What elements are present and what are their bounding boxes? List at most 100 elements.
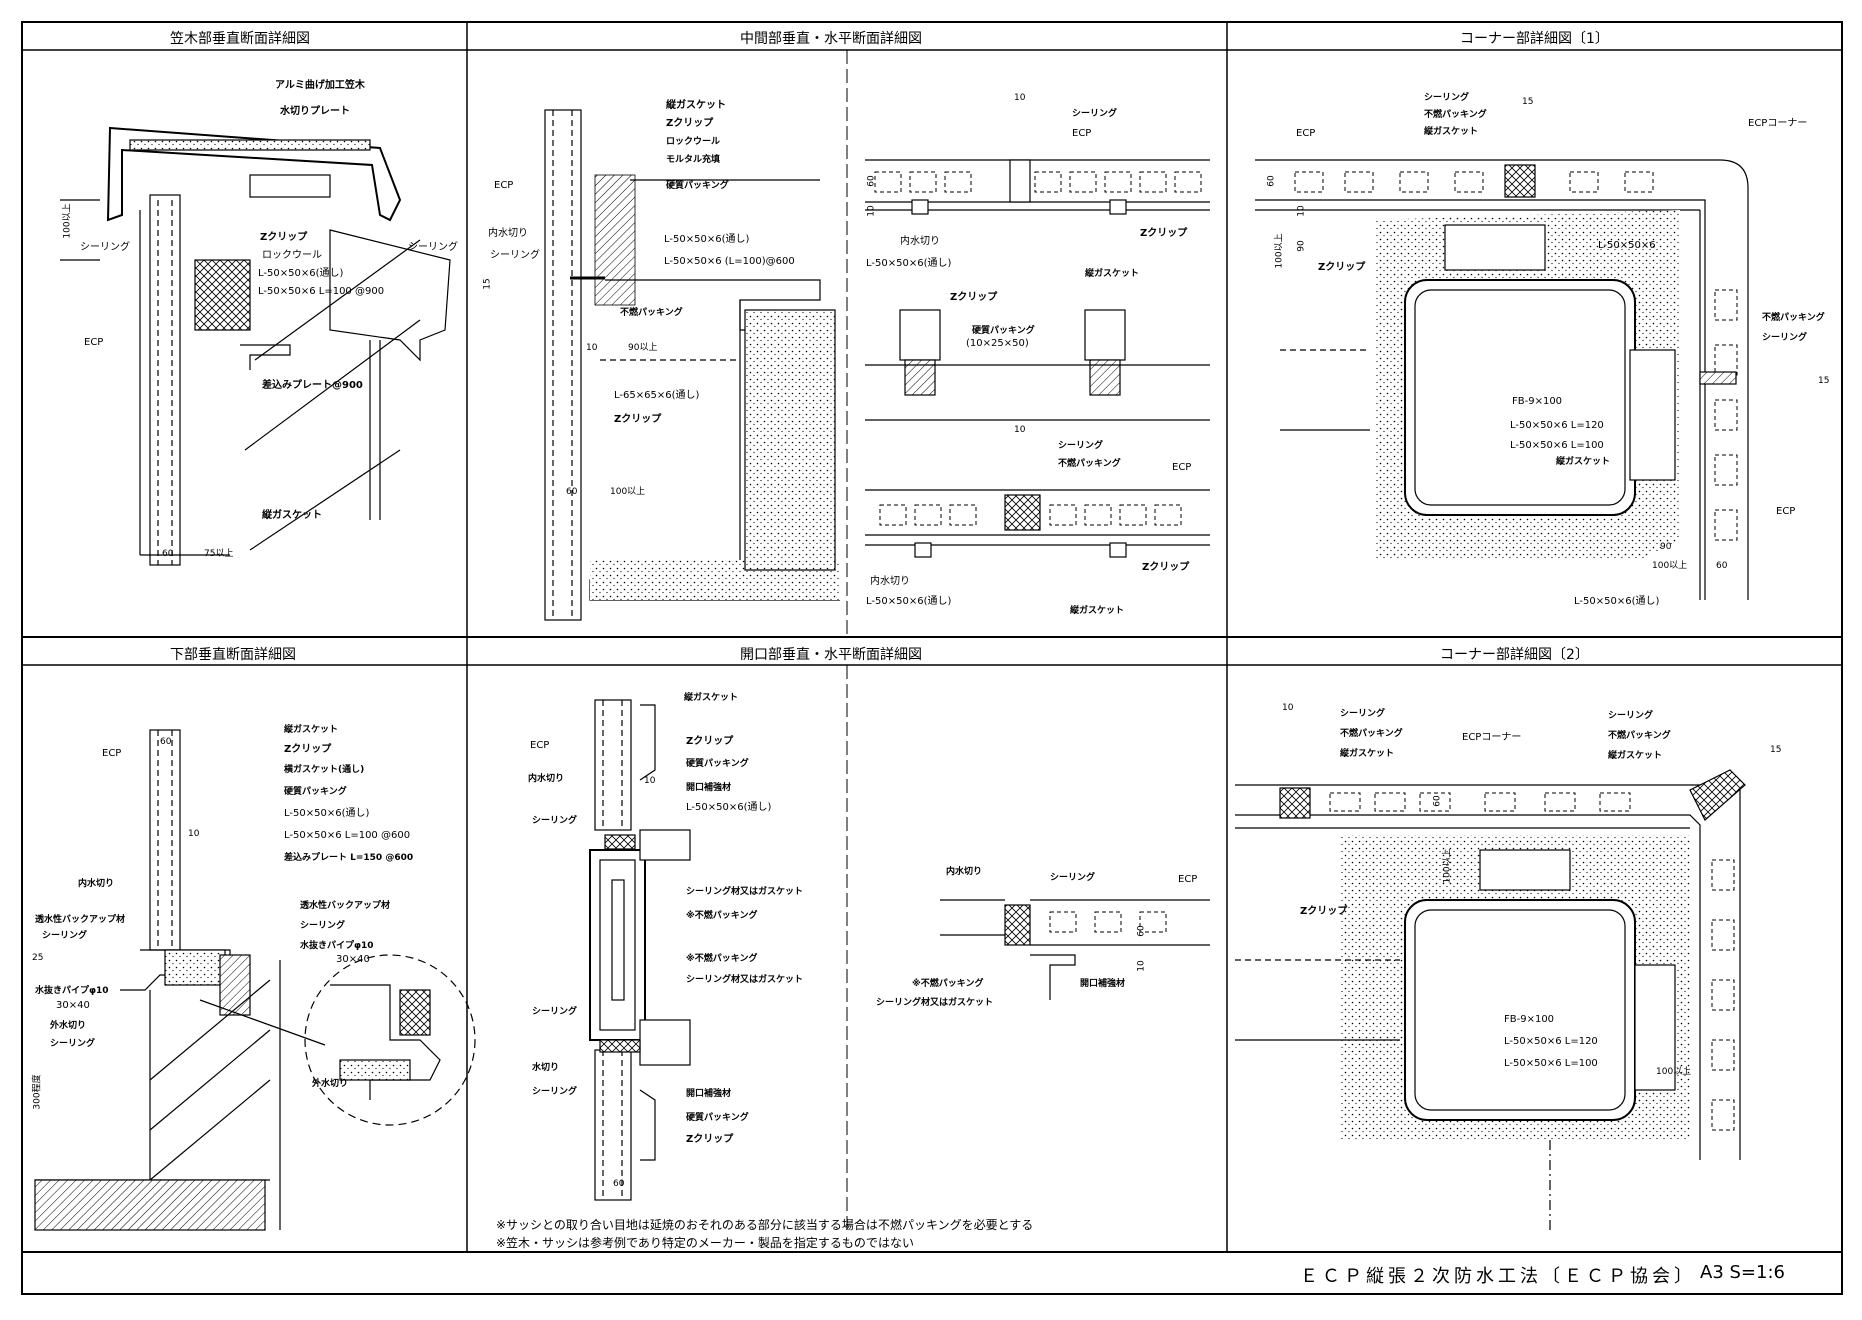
label-dim-100: 100以上 [62,203,73,239]
label-h-gasket: 横ガスケット(通し) [284,765,365,775]
label-zclip: Zクリップ [686,736,734,747]
label-zoom-size: 30×40 [336,954,370,965]
label-h-fire-packing: ※不燃パッキング [912,979,984,989]
panel-title-corner-2: コーナー部詳細図〔2〕 [1440,647,1589,663]
label-angle-short: L-50×50×6 (L=100)@600 [664,256,795,267]
label-b-ecp: ECP [1172,462,1192,473]
label-dim-100b: 100以上 [1652,561,1688,571]
label-drain: 水切り [532,1063,560,1073]
label-gasket: 縦ガスケット [262,510,322,521]
label-zclip-2: Zクリップ [614,414,662,425]
label-gasket: 縦ガスケット [1424,127,1479,137]
panel-title-coping: 笠木部垂直断面詳細図 [170,31,310,47]
label-fb: FB-9×100 [1512,396,1563,407]
label-dim-100: 100以上 [1442,848,1453,884]
label-h-gasket: 縦ガスケット [1085,269,1140,279]
label-b-dim-10: 10 [1014,425,1026,435]
label-angle-through: L-50×50×6(通し) [1574,596,1660,607]
label-h-zclip: Zクリップ [1140,228,1188,239]
label-b-fire-packing: 不燃パッキング [1058,459,1121,469]
label-dim-90: 90以上 [628,343,658,353]
label-dim-100: 100以上 [610,487,646,497]
label-dim-300: 300程度 [32,1074,43,1110]
label-insert-plate: 差込みプレート@900 [262,380,363,391]
label-fire-packing-2: 不燃パッキング [1762,313,1825,323]
label-sealing-right: シーリング [1608,711,1654,721]
label-ecp: ECP [530,740,550,751]
label-zoom-outer: 外水切り [312,1079,349,1089]
panel-opening-section [589,699,1210,1201]
label-sealing-2: シーリング [532,1007,578,1017]
label-gasket-2: 縦ガスケット [1556,457,1611,467]
panel-title-mid: 中間部垂直・水平断面詳細図 [740,31,922,47]
label-fire-packing: 不燃パッキング [1424,110,1487,120]
label-dim-100b: 100以上 [1656,1067,1692,1077]
label-zoom-sealing: シーリング [300,921,346,931]
label-gasket-right: 縦ガスケット [1608,751,1663,761]
label-h-ecp: ECP [1072,128,1092,139]
label-dim-90b: 90 [1660,542,1672,552]
label-dim-10: 10 [1282,703,1294,713]
label-ecp-2: ECP [1776,506,1796,517]
label-b-gasket: 縦ガスケット [1070,606,1125,616]
label-dim-60: 60 [613,1179,625,1189]
label-dim-60: 60 [1432,795,1443,807]
label-dim-75: 75以上 [204,549,234,559]
label-dim-15: 15 [1770,745,1782,755]
label-sealing: シーリング [1424,93,1470,103]
label-h-inner-drain: 内水切り [946,867,983,877]
label-angle-65: L-65×65×6(通し) [614,390,700,401]
label-angle: L-50×50×6(通し) [686,802,772,813]
label-sealing-2: シーリング [1762,333,1808,343]
label-reinforce-2: 開口補強材 [686,1089,732,1099]
label-insert-plate: 差込みプレート L=150 @600 [284,853,414,863]
label-h-dim-60: 60 [1136,925,1147,937]
label-h-ecp: ECP [1178,874,1198,885]
label-h-reinforce: 開口補強材 [1080,979,1126,989]
label-angle-100: L-50×50×6 L=100 [1504,1058,1598,1069]
label-angle-100: L-50×50×6 L=100 [1510,440,1604,451]
label-reinforce: 開口補強材 [686,783,732,793]
label-sealing-left: シーリング [80,242,130,253]
panel-mid-section [544,109,1210,621]
label-sealing: シーリング [532,816,578,826]
label-gasket: 縦ガスケット [666,100,726,111]
label-gasket: 縦ガスケット [284,725,339,735]
label-outer-drain: 外水切り [50,1021,87,1031]
panel-title-bottom: 下部垂直断面詳細図 [170,647,296,663]
label-angle-short: L-50×50×6 L=100 @900 [258,286,385,297]
label-dim-15: 15 [1522,97,1534,107]
label-gasket: 縦ガスケット [1340,749,1395,759]
label-b-inner-drain: 内水切り [870,576,910,587]
label-h-dim-10: 10 [1136,960,1147,972]
label-pipe: 水抜きパイプφ10 [35,986,109,996]
label-zclip: Zクリップ [260,232,308,243]
label-h-angle: L-50×50×6(通し) [866,258,952,269]
panel-coping-section [60,126,451,566]
label-sealing: シーリング [42,931,88,941]
label-dim-10: 10 [188,829,200,839]
label-sealing-2: シーリング [50,1039,96,1049]
label-fire-packing-right: 不燃パッキング [1608,731,1671,741]
label-dim-10: 10 [1296,205,1307,217]
label-zclip-2: Zクリップ [686,1134,734,1145]
label-angle-through: L-50×50×6(通し) [258,268,344,279]
label-dim-60: 60 [566,487,578,497]
label-b-angle: L-50×50×6(通し) [866,596,952,607]
label-zclip: Zクリップ [666,118,714,129]
note-2: ※笠木・サッシは参考例であり特定のメーカー・製品を指定するものではない [496,1236,914,1250]
label-h-sealing: シーリング [1072,109,1118,119]
label-mortar: モルタル充填 [666,155,721,165]
label-ecp-corner: ECPコーナー [1748,118,1808,129]
label-sealing-3: シーリング [532,1087,578,1097]
label-hard-packing: 硬質パッキング [686,759,749,769]
label-fire-packing-2: ※不燃パッキング [686,954,758,964]
panel-corner-1 [1255,159,1749,600]
label-inner-drain: 内水切り [528,774,565,784]
label-angle-short: L-50×50×6 L=100 @600 [284,830,411,841]
panel-title-corner-1: コーナー部詳細図〔1〕 [1460,31,1609,47]
label-dim-100: 100以上 [1274,233,1285,269]
label-angle-through: L-50×50×6(通し) [664,234,750,245]
label-sealing-right: シーリング [408,242,458,253]
